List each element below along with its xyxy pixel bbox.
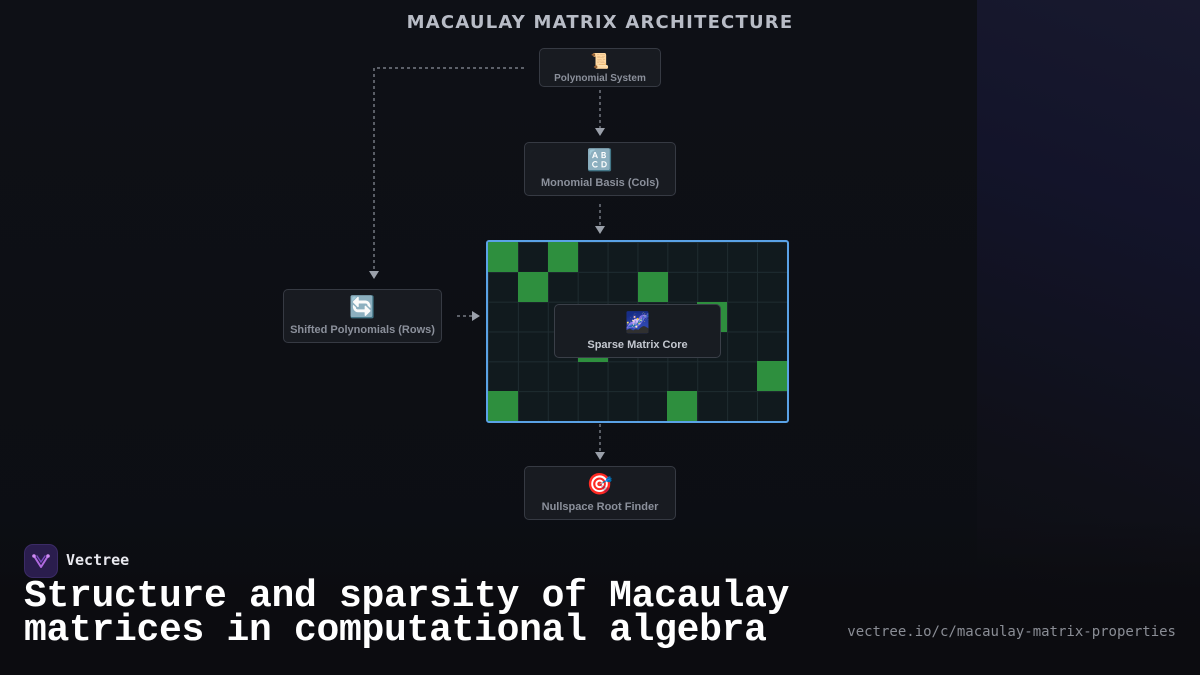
node-monomial-basis: 🔠 Monomial Basis (Cols) [524, 142, 676, 196]
headline: Structure and sparsity of Macaulay matri… [24, 575, 824, 652]
edge-poly-to-shifted [373, 67, 524, 274]
matrix-nonzero-cell [667, 391, 698, 421]
footer-fade [0, 520, 1200, 675]
brand-name: Vectree [66, 551, 130, 569]
abcd-input-icon: 🔠 [586, 149, 614, 172]
diagram-title: MACAULAY MATRIX ARCHITECTURE [406, 12, 794, 33]
arrowhead-mono-to-core [595, 226, 605, 234]
node-sparse-matrix-core: 🌌 Sparse Matrix Core [554, 304, 721, 358]
arrowhead-poly-to-shifted [369, 271, 379, 279]
vectree-logo [24, 544, 58, 578]
cycle-arrows-icon: 🔄 [349, 296, 376, 319]
source-url[interactable]: vectree.io/c/macaulay-matrix-properties [847, 624, 1176, 640]
headline-line-1: Structure and sparsity of Macaulay [24, 575, 790, 618]
vectree-logo-icon [32, 554, 50, 568]
node-label: Nullspace Root Finder [541, 501, 659, 513]
matrix-nonzero-cell [488, 242, 518, 272]
arrowhead-poly-to-mono [595, 128, 605, 136]
node-label: Monomial Basis (Cols) [541, 177, 659, 189]
matrix-nonzero-cell [757, 361, 787, 392]
node-label: Sparse Matrix Core [587, 339, 688, 351]
node-label: Shifted Polynomials (Rows) [290, 324, 435, 336]
matrix-nonzero-cell [517, 271, 548, 302]
arrowhead-shifted-to-core [472, 311, 480, 321]
galaxy-icon: 🌌 [625, 312, 650, 334]
matrix-nonzero-cell [547, 242, 578, 272]
target-icon: 🎯 [586, 473, 614, 496]
headline-line-2: matrices in computational algebra [24, 609, 767, 652]
node-nullspace-root-finder: 🎯 Nullspace Root Finder [524, 466, 676, 520]
scroll-icon: 📜 [590, 53, 610, 70]
arrowhead-core-to-null [595, 452, 605, 460]
node-shifted-polynomials: 🔄 Shifted Polynomials (Rows) [283, 289, 442, 343]
node-label: Polynomial System [554, 73, 646, 84]
matrix-nonzero-cell [488, 391, 518, 421]
matrix-nonzero-cell [637, 271, 668, 302]
node-polynomial-system: 📜 Polynomial System [539, 48, 661, 87]
